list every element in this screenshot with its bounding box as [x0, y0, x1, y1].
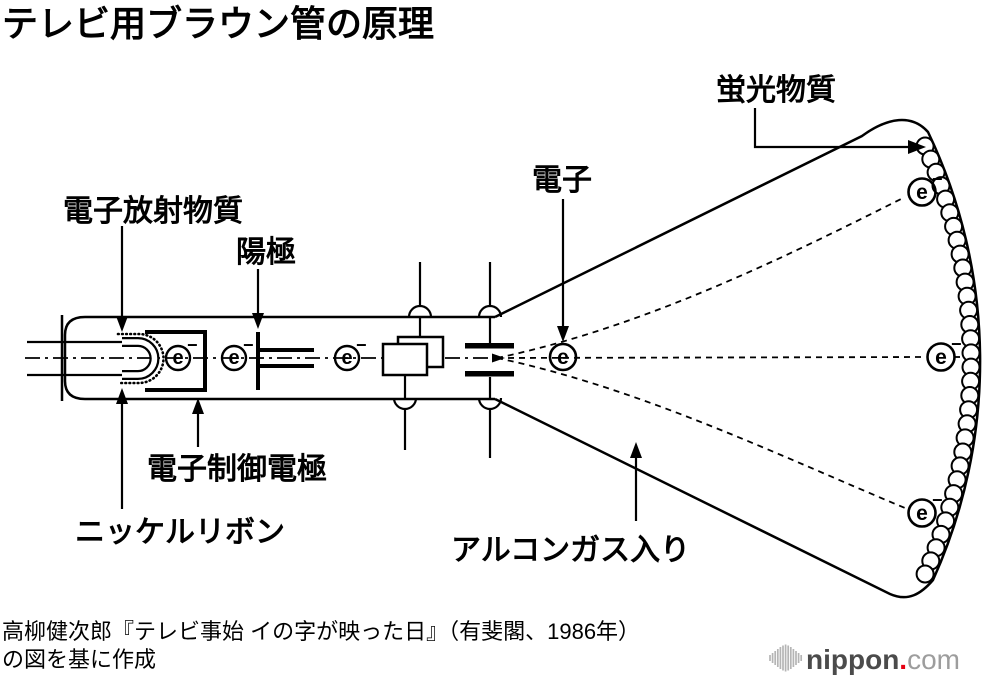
svg-text:e: e	[557, 346, 569, 369]
phosphor-scallop	[915, 564, 935, 584]
emitter-arrow	[116, 226, 128, 332]
beam-path-center	[496, 356, 927, 359]
label-emitter: 電子放射物質	[63, 195, 243, 228]
label-argon-gas: アルコンガス入り	[451, 534, 690, 567]
tube-neck	[63, 315, 495, 401]
electron-symbol: e −	[907, 490, 943, 528]
aperture-plates	[465, 343, 514, 377]
logo-tld: com	[907, 644, 960, 675]
label-control-electrode: 電子制御電極	[147, 453, 327, 486]
emitter-coating-dots	[116, 332, 165, 385]
wire-hop-icon	[407, 304, 433, 318]
svg-text:e: e	[916, 502, 928, 525]
svg-text:e: e	[228, 347, 239, 369]
nippon-logo: nippon.com	[769, 644, 960, 675]
control-electrode-arrow	[192, 398, 204, 447]
wire-hop-icon	[477, 397, 503, 411]
label-nickel-ribbon: ニッケルリボン	[75, 516, 285, 549]
lead-wires	[27, 340, 124, 377]
source-caption: 高柳健次郎『テレビ事始 イの字が映った日』（有斐閣、1986年） の図を基に作成	[2, 619, 640, 672]
anode-electrode	[256, 332, 314, 390]
svg-text:−: −	[932, 490, 943, 510]
svg-text:−: −	[187, 335, 198, 355]
svg-text:−: −	[243, 335, 254, 355]
svg-text:e: e	[935, 346, 947, 369]
tube-flare	[494, 118, 982, 599]
nippon-logo-bars-icon	[769, 644, 803, 672]
electron-symbol: e −	[926, 334, 962, 372]
svg-text:e: e	[172, 347, 183, 369]
electron-arrow	[557, 199, 569, 342]
svg-text:−: −	[951, 334, 962, 354]
nickel-ribbon-arrow	[116, 388, 128, 509]
logo-name: nippon	[806, 644, 899, 675]
tube-outline	[60, 118, 982, 599]
svg-text:−: −	[356, 335, 367, 355]
phosphor-coating	[915, 136, 981, 584]
svg-text:−: −	[932, 169, 943, 189]
label-electron: 電子	[532, 164, 592, 197]
beam-path-lower	[496, 357, 906, 509]
argon-gas-arrow	[630, 442, 642, 521]
beam-path-upper	[496, 196, 906, 359]
electron-symbol: e −	[907, 169, 943, 207]
logo-dot: .	[899, 644, 907, 675]
label-anode: 陽極	[236, 236, 296, 269]
label-phosphor: 蛍光物質	[716, 74, 836, 107]
caption-line-2: の図を基に作成	[2, 647, 156, 672]
focusing-cylinders	[381, 335, 445, 377]
phosphor-arrow	[753, 108, 926, 154]
wire-hop-icon	[477, 304, 503, 318]
wire-hop-icon	[392, 397, 418, 411]
control-electrode-bracket	[145, 330, 207, 392]
anode-arrow	[252, 269, 264, 329]
page-title: テレビ用ブラウン管の原理	[2, 3, 434, 44]
nippon-logo-text: nippon.com	[806, 644, 960, 675]
electron-symbol: e −	[220, 335, 254, 372]
support-wires	[392, 262, 503, 458]
svg-text:e: e	[341, 347, 352, 369]
caption-line-1: 高柳健次郎『テレビ事始 イの字が映った日』（有斐閣、1986年）	[2, 619, 640, 644]
electron-symbols: e − e − e − e e − e − e −	[164, 169, 962, 528]
label-arrows	[116, 108, 926, 521]
svg-text:e: e	[916, 181, 928, 204]
electron-symbol: e −	[164, 335, 198, 372]
electron-symbol: e	[548, 342, 578, 372]
electron-symbol: e −	[333, 335, 367, 372]
cathode-nickel-ribbon	[116, 332, 165, 385]
